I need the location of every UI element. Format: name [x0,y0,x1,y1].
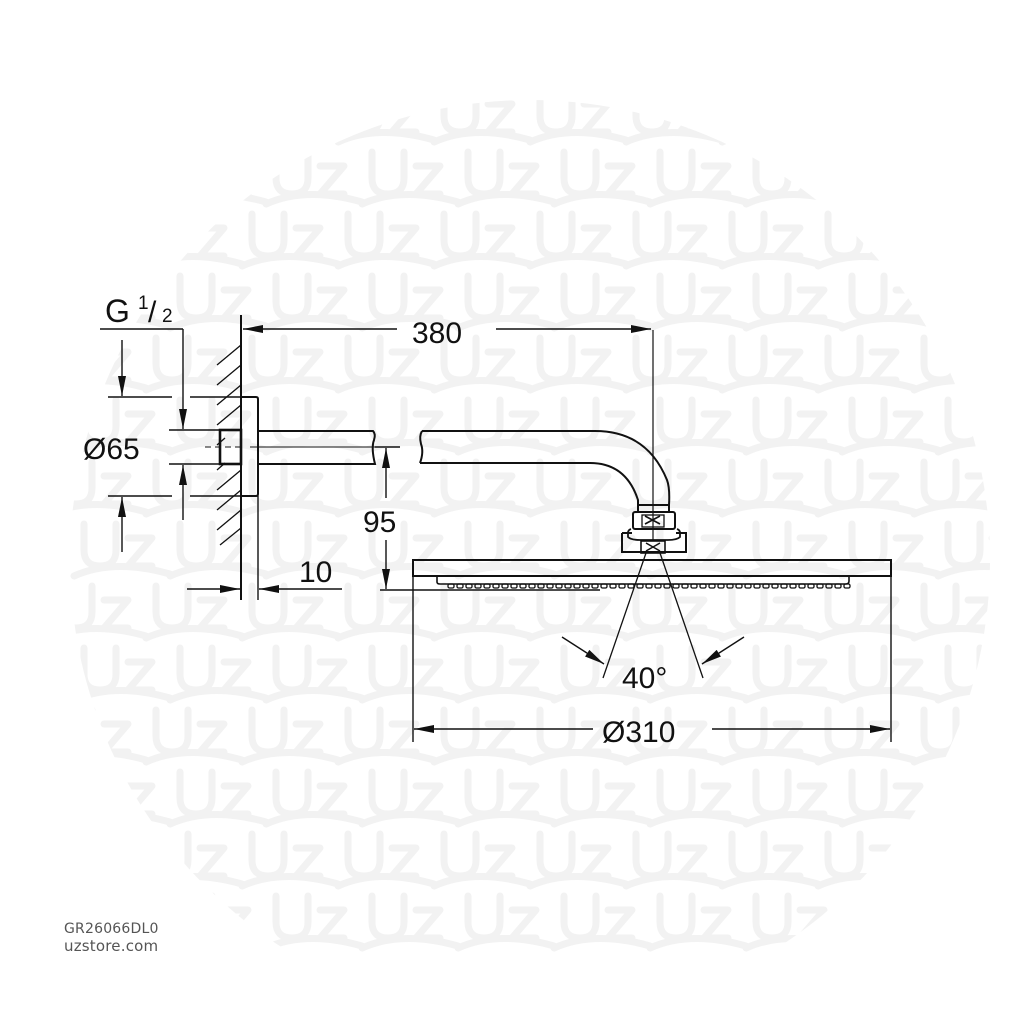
thread-leader [100,328,187,429]
dim-flange-diameter-lines [108,340,250,552]
thread-size-slash: / [148,296,157,329]
head-diameter-label: Ø310 [602,716,675,749]
spray-angle-label: 40° [622,662,667,695]
thread-size-prefix: G [105,293,130,329]
thread-size-numerator: 1 [138,293,149,314]
drop-height-label: 95 [363,506,396,539]
ball-joint [621,330,687,554]
flange-diameter-label: Ø65 [83,433,140,466]
product-code: GR26066DL0 [64,921,159,937]
thread-size-denominator: 2 [162,306,173,327]
dim-flange-depth-lines [187,496,342,600]
dim-drop-height-lines [375,446,600,591]
shower-head [412,559,892,589]
dim-head-diameter-lines [412,576,892,742]
arm-length-label: 380 [412,317,462,350]
website-link[interactable]: uzstore.com [64,937,159,955]
shower-arm [250,430,671,506]
flange-depth-label: 10 [299,556,332,589]
spray-angle-lines [602,552,704,679]
dim-spray-angle-arrows [561,636,745,665]
